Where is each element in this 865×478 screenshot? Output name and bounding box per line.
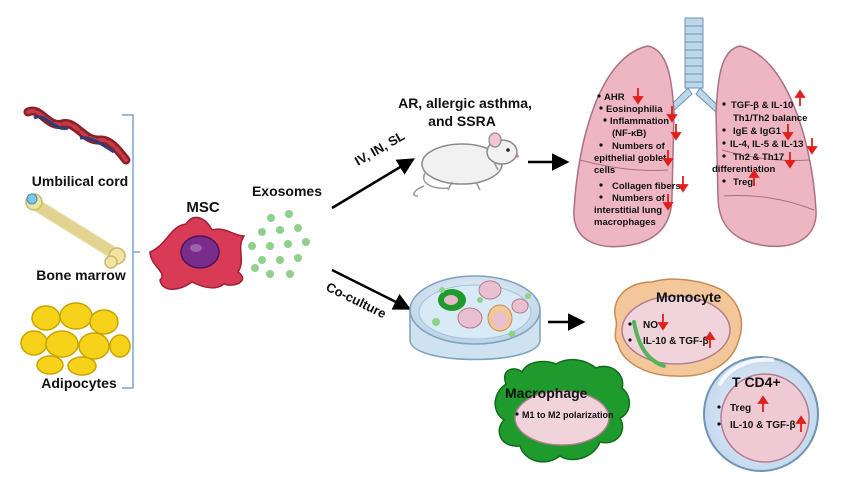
tcell-il10-tgfb: IL-10 & TGF-β [730, 420, 796, 431]
effect-eosinophilia: Eosinophilia [606, 104, 663, 115]
route-arrow-up [331, 158, 416, 210]
tcell-treg: Treg [730, 403, 751, 414]
source-label-adipocytes: Adipocytes [41, 375, 117, 391]
tcell-title: T CD4+ [732, 374, 781, 390]
route-label: IV, IN, SL [352, 128, 407, 169]
effect-interstitial: interstitial lung [594, 205, 662, 216]
tcell-bullets [717, 405, 721, 426]
source-label-bone-marrow: Bone marrow [36, 267, 126, 283]
adipocytes-icon [20, 302, 131, 376]
left-lung-effects: AHR Eosinophilia Inflammation (NF-κB) Nu… [594, 92, 681, 228]
effect-ahr: AHR [604, 92, 625, 103]
effect-il4-il5-il13: IL-4, IL-5 & IL-13 [730, 139, 803, 150]
monocyte-no: NO [643, 320, 658, 331]
source-bracket [122, 114, 140, 389]
macrophage-bullet [515, 412, 519, 416]
exosomes-label: Exosomes [252, 183, 322, 199]
disease-label-line2: and SSRA [428, 113, 496, 129]
right-lung-effects: TGF-β & IL-10 Th1/Th2 balance IgE & IgG1… [712, 100, 807, 188]
umbilical-cord-icon [23, 106, 131, 165]
effect-ige-igg1: IgE & IgG1 [733, 126, 782, 137]
effect-macrophages: macrophages [594, 217, 656, 228]
effect-collagen: Collagen fibers [612, 181, 681, 192]
monocyte-title: Monocyte [656, 289, 722, 305]
effect-th1-th2: Th1/Th2 balance [733, 113, 807, 124]
macrophage-title: Macrophage [505, 385, 588, 401]
petri-dish-icon [409, 275, 541, 361]
disease-label-line1: AR, allergic asthma, [398, 95, 532, 111]
right-lung-arrows [748, 89, 818, 186]
monocyte-il10-tgfb: IL-10 & TGF-β [643, 336, 709, 347]
tcell-arrows [757, 395, 807, 432]
left-lung-arrows [632, 88, 689, 211]
mouse-icon [412, 132, 519, 197]
effect-epithelial-goblet: epithelial goblet [594, 153, 667, 164]
tcell-icon [703, 356, 819, 472]
effect-nfkb: (NF-κB) [612, 128, 646, 139]
bone-icon [25, 193, 126, 269]
monocyte-cell-icon [614, 278, 743, 377]
right-lung-bullets [722, 102, 726, 183]
effect-treg: Treg [733, 177, 753, 188]
source-label-umbilical: Umbilical cord [32, 173, 128, 189]
effect-numbers-of-2: Numbers of [612, 193, 666, 204]
macrophage-polarization: M1 to M2 polarization [522, 410, 614, 420]
effect-numbers-of: Numbers of [612, 141, 666, 152]
effect-differentiation: differentiation [712, 164, 776, 175]
coculture-arrow [331, 268, 412, 310]
msc-cell-icon [149, 216, 246, 290]
msc-label: MSC [186, 199, 220, 216]
left-lung-bullets [597, 94, 607, 199]
coculture-label: Co-culture [324, 279, 389, 321]
effect-th2-th17: Th2 & Th17 [733, 152, 784, 163]
effect-inflammation: Inflammation [610, 116, 669, 127]
monocyte-arrows [657, 314, 716, 348]
effect-tgfb-il10: TGF-β & IL-10 [731, 100, 793, 111]
monocyte-bullets [628, 322, 632, 342]
macrophage-cell-icon [494, 358, 631, 463]
effect-cells: cells [594, 165, 615, 176]
exosome-dots [248, 210, 310, 278]
